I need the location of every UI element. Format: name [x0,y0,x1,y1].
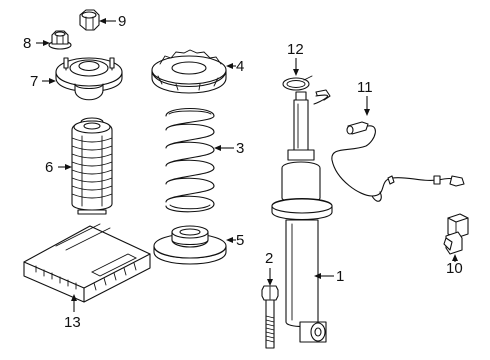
callout-9: 9 [99,13,126,30]
callout-label: 4 [236,58,244,75]
callout-3: 3 [214,140,244,157]
strut-mount [55,57,123,101]
callout-label: 11 [357,79,373,96]
callout-label: 9 [118,13,126,30]
callout-label: 8 [23,35,31,52]
callout-2: 2 [265,250,273,286]
shock-absorber [271,91,333,343]
sensor-connector [443,213,469,255]
callout-label: 3 [236,140,244,157]
wiring-harness [313,89,465,202]
retaining-clip [282,75,313,91]
callout-8: 8 [23,35,50,52]
bolt [261,285,279,349]
hex-nut [79,9,100,31]
callout-6: 6 [45,159,72,176]
callout-label: 6 [45,159,53,176]
coil-spring [165,108,215,213]
callout-label: 7 [30,73,38,90]
callout-13: 13 [64,294,81,331]
callout-5: 5 [226,232,244,249]
flange-nut [48,30,72,50]
callout-4: 4 [226,58,244,75]
callout-label: 5 [236,232,244,249]
callout-11: 11 [357,79,373,116]
callout-label: 2 [265,250,273,267]
callout-1: 1 [314,268,344,285]
dust-boot [71,117,113,215]
control-module [23,223,151,303]
callout-7: 7 [30,73,56,90]
callout-label: 13 [64,314,81,331]
lower-spring-seat [153,225,227,265]
upper-spring-seat [151,49,227,94]
callout-10: 10 [446,254,463,277]
callout-label: 1 [336,268,344,285]
callout-label: 10 [446,260,463,277]
callout-12: 12 [287,41,304,76]
callout-label: 12 [287,41,304,58]
